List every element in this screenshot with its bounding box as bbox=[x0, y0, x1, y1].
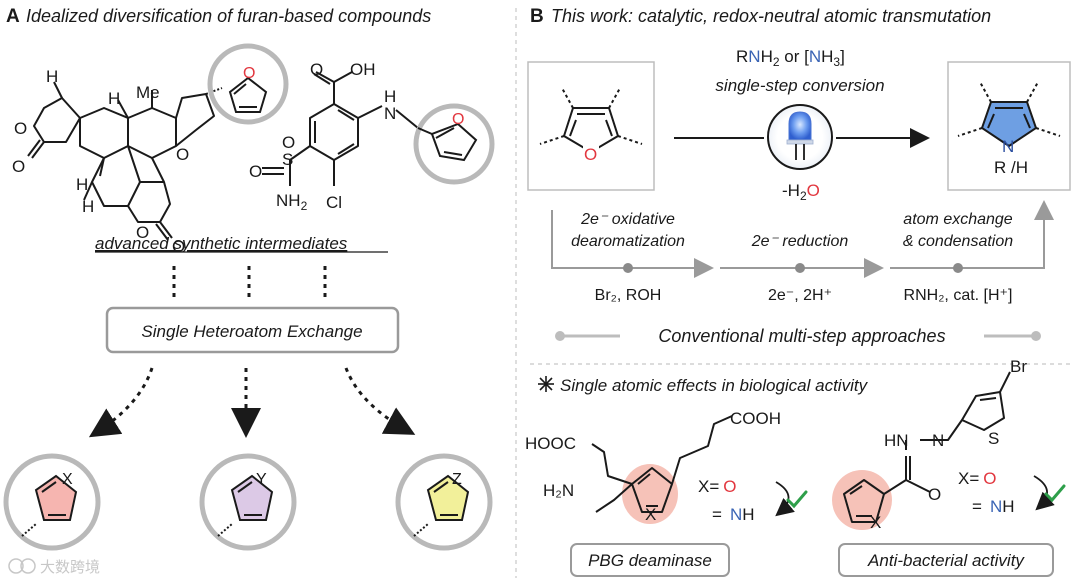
antibac-s: S bbox=[988, 429, 999, 448]
pbg-checkmark-icon bbox=[786, 490, 808, 509]
mol1-me: Me bbox=[136, 83, 160, 102]
mol2-cl: Cl bbox=[326, 193, 342, 212]
panel-a-title: Idealized diversification of furan-based… bbox=[26, 6, 431, 26]
molecule-polycyclic-lactone bbox=[27, 81, 223, 241]
product-x: X bbox=[3, 453, 101, 551]
arrow-to-z bbox=[344, 367, 416, 435]
mol2-o-s2: O bbox=[282, 133, 295, 152]
mol1-furan-o: O bbox=[243, 65, 255, 82]
intermediates-label: advanced synthetic intermediates bbox=[95, 234, 348, 253]
mol2-furan bbox=[417, 122, 478, 162]
antibac-hn: HN bbox=[884, 431, 909, 450]
arrow-to-x bbox=[88, 367, 154, 438]
conversion-label: single-step conversion bbox=[715, 76, 884, 95]
mol2-n: N bbox=[384, 104, 396, 123]
mol1-h-bot1: H bbox=[76, 175, 88, 194]
pathway-node-1 bbox=[623, 263, 633, 273]
mol2-furan-highlight-ring bbox=[413, 103, 495, 185]
pathway-node-2 bbox=[795, 263, 805, 273]
step1-label2: dearomatization bbox=[571, 233, 685, 250]
step1-reagent: Br₂, ROH bbox=[595, 287, 662, 304]
mol1-o1: O bbox=[14, 119, 27, 138]
step3-label2: & condensation bbox=[903, 233, 1013, 250]
product-x-atom: X bbox=[62, 471, 73, 488]
step2-reagent: 2e⁻, 2H⁺ bbox=[768, 287, 832, 304]
furan-box bbox=[527, 61, 655, 191]
pbg-x: X bbox=[645, 505, 656, 524]
reagent-label: RNH2 or [NH3] bbox=[736, 47, 845, 69]
mol2-s: S bbox=[282, 150, 293, 169]
furan-o: O bbox=[584, 145, 597, 164]
led-icon bbox=[767, 104, 833, 170]
pyrrole-n: N bbox=[1002, 137, 1014, 156]
pyrrole-structure bbox=[957, 81, 1061, 148]
panel-a-letter: A bbox=[6, 6, 20, 27]
antibac-structure bbox=[843, 371, 1011, 523]
exchange-box bbox=[105, 306, 400, 354]
svg-text:大数跨境: 大数跨境 bbox=[40, 558, 100, 576]
step3-reagent: RNH₂, cat. [H⁺] bbox=[904, 287, 1013, 304]
pbg-curved-arrow bbox=[775, 481, 795, 517]
mol1-furan-highlight-ring bbox=[207, 43, 289, 125]
molecule-furosemide bbox=[262, 71, 419, 186]
pbg-structure bbox=[591, 415, 733, 513]
product-y-atom: Y bbox=[256, 471, 267, 488]
pbg-cooh2: COOH bbox=[730, 409, 781, 428]
pathway-seg3 bbox=[890, 200, 1054, 269]
pathway-seg1 bbox=[551, 210, 714, 278]
product-z-atom: Z bbox=[452, 471, 462, 488]
panel-b-title: This work: catalytic, redox-neutral atom… bbox=[551, 6, 991, 26]
antibac-br: Br bbox=[1010, 357, 1027, 376]
bio-title: Single atomic effects in biological acti… bbox=[560, 376, 869, 395]
panel-b-letter: B bbox=[530, 6, 544, 27]
mol1-h-bot2: H bbox=[82, 197, 94, 216]
mol1-furan bbox=[228, 76, 268, 113]
pbg-amine: H₂N bbox=[543, 481, 574, 500]
sparkle-icon bbox=[538, 376, 554, 392]
mol2-nh-h: H bbox=[384, 87, 396, 106]
watermark: 大数跨境 bbox=[8, 558, 100, 576]
antibac-label: Anti-bacterial activity bbox=[867, 551, 1025, 570]
conventional-label: Conventional multi-step approaches bbox=[658, 326, 945, 346]
antibac-x: X bbox=[870, 513, 881, 532]
conventional-bar-dot-right bbox=[1031, 331, 1041, 341]
mol1-o3: O bbox=[176, 145, 189, 164]
antibac-nh: =NH bbox=[972, 497, 1015, 516]
mol2-furan-o: O bbox=[452, 111, 464, 128]
mol2-oh: OH bbox=[350, 60, 376, 79]
pbg-x-eq: X=O bbox=[698, 477, 737, 496]
step1-label1: 2e⁻ oxidative bbox=[580, 211, 675, 228]
antibac-checkmark-icon bbox=[1044, 484, 1066, 503]
product-y: Y bbox=[199, 453, 297, 551]
conventional-bar-dot-left bbox=[555, 331, 565, 341]
pyrrole-substituent: R /H bbox=[994, 158, 1028, 177]
pbg-nh: =NH bbox=[712, 505, 755, 524]
antibac-n: N bbox=[932, 431, 944, 450]
mol1-h-mid: H bbox=[108, 89, 120, 108]
antibac-curved-arrow bbox=[1033, 475, 1055, 511]
pbg-label: PBG deaminase bbox=[588, 551, 712, 570]
mol1-o4: O bbox=[172, 237, 185, 256]
antibac-label-box bbox=[838, 543, 1054, 577]
pbg-cooh1: HOOC bbox=[525, 434, 576, 453]
mol2-nh2: NH2 bbox=[276, 191, 308, 213]
mol2-o-carbonyl: O bbox=[310, 60, 323, 79]
step3-label1: atom exchange bbox=[903, 211, 1013, 228]
water-label: -H2O bbox=[782, 181, 820, 203]
exchange-box-label: Single Heteroatom Exchange bbox=[141, 322, 362, 341]
furan-structure bbox=[539, 87, 643, 154]
antibac-x-eq: X=O bbox=[958, 469, 997, 488]
mol2-o-s1: O bbox=[249, 162, 262, 181]
step2-label1: 2e⁻ reduction bbox=[751, 233, 849, 250]
furan-o-mask bbox=[583, 145, 599, 162]
pathway-node-3 bbox=[953, 263, 963, 273]
mol1-o2: O bbox=[12, 157, 25, 176]
mol1-o5: O bbox=[136, 223, 149, 242]
pbg-label-box bbox=[570, 543, 730, 577]
antibac-o: O bbox=[928, 485, 941, 504]
product-z: Z bbox=[395, 453, 493, 551]
mol1-h-top: H bbox=[46, 67, 58, 86]
